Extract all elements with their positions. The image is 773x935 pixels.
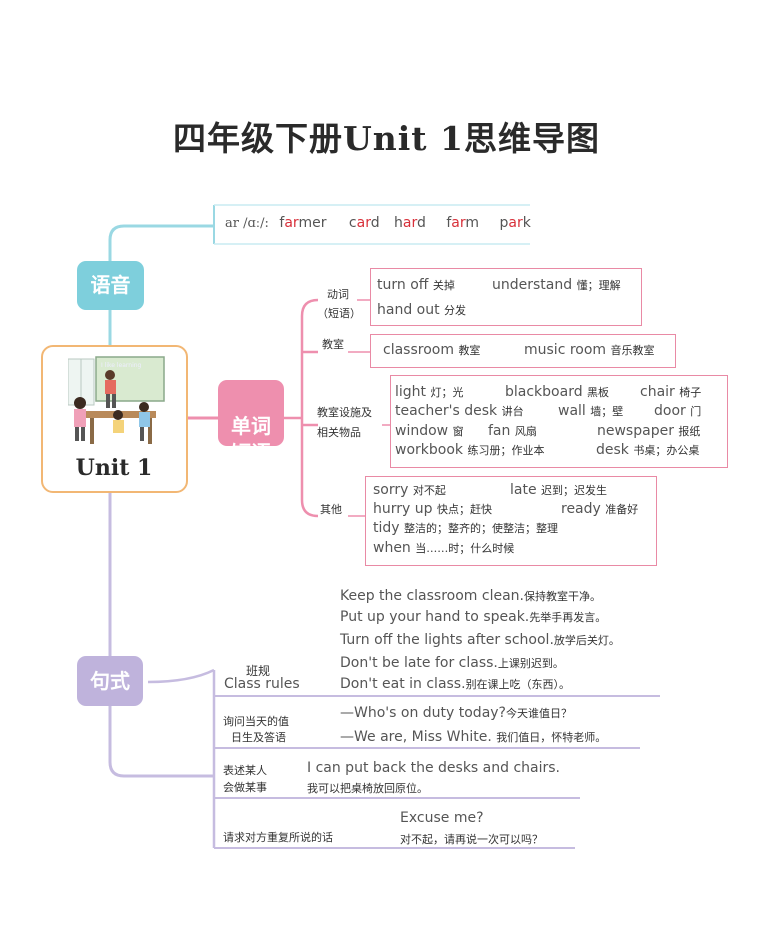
- vocab-item: music room 音乐教室: [524, 342, 655, 358]
- duty-sentence: —Who's on duty today?今天谁值日？: [340, 705, 572, 721]
- phonics-row: ar /ɑː/: farmer card hard farm park: [225, 215, 531, 231]
- branch-phonics: 语音: [77, 261, 144, 310]
- duty-label-sub: 日生及答语: [231, 729, 286, 745]
- vocab-item: wall 墙；壁: [558, 403, 623, 419]
- vocab-item: classroom 教室: [383, 342, 480, 358]
- branch-words-phrases: 单词 短语: [218, 380, 284, 446]
- vocab-item: hand out 分发: [377, 302, 466, 318]
- vocab-item: ready 准备好: [561, 501, 638, 517]
- vocab-item: door 门: [654, 403, 701, 419]
- can-label-sub: 会做某事: [223, 779, 267, 795]
- branch-sentences: 句式: [77, 656, 143, 706]
- svg-text:I like learning: I like learning: [101, 362, 142, 369]
- branch-sentences-label: 句式: [90, 669, 130, 693]
- branch-phonics-label: 语音: [91, 273, 131, 297]
- rule-sentence: Turn off the lights after school.放学后关灯。: [340, 632, 620, 648]
- verbs-label: 动词: [327, 286, 349, 302]
- vocab-item: desk 书桌；办公桌: [596, 442, 699, 458]
- vocab-item: turn off 关掉: [377, 277, 455, 293]
- vocab-item: hurry up 快点；赶快: [373, 501, 492, 517]
- repeat-sentence-en: Excuse me?: [400, 810, 484, 826]
- phonics-word: hard: [394, 215, 426, 231]
- facilities-label-sub: 相关物品: [317, 424, 361, 440]
- vocab-item: workbook 练习册；作业本: [395, 442, 544, 458]
- rule-sentence: Put up your hand to speak.先举手再发言。: [340, 609, 606, 625]
- phonics-word: park: [499, 215, 530, 231]
- classroom-label: 教室: [322, 336, 344, 352]
- duty-label: 询问当天的值: [223, 713, 289, 729]
- others-label: 其他: [320, 501, 342, 517]
- vocab-item: window 窗: [395, 423, 464, 439]
- vocab-item: understand 懂；理解: [492, 277, 621, 293]
- rule-sentence: Don't eat in class.别在课上吃（东西）。: [340, 676, 570, 692]
- vocab-item: when 当……时；什么时候: [373, 540, 514, 556]
- duty-sentence: —We are, Miss White. 我们值日，怀特老师。: [340, 729, 606, 745]
- repeat-label: 请求对方重复所说的话: [223, 829, 333, 845]
- vocab-item: newspaper 报纸: [597, 423, 700, 439]
- vocab-item: sorry 对不起: [373, 482, 446, 498]
- vocab-item: tidy 整洁的；整齐的；使整洁；整理: [373, 520, 558, 536]
- vocab-item: chair 椅子: [640, 384, 701, 400]
- vocab-item: blackboard 黑板: [505, 384, 609, 400]
- rule-sentence: Don't be late for class.上课别迟到。: [340, 655, 564, 671]
- can-sentence-cn: 我可以把桌椅放回原位。: [307, 780, 428, 796]
- classroom-illustration: I like learning: [68, 355, 166, 451]
- vocab-item: fan 风扇: [488, 423, 537, 439]
- verbs-label-sub: （短语）: [317, 305, 361, 321]
- vocab-item: light 灯；光: [395, 384, 463, 400]
- phonics-word: farmer: [279, 215, 326, 231]
- can-label: 表述某人: [223, 762, 267, 778]
- vocab-item: late 迟到；迟发生: [510, 482, 607, 498]
- rule-sentence: Keep the classroom clean.保持教室干净。: [340, 588, 601, 604]
- branch-words-label: 单词 短语: [231, 414, 271, 465]
- center-node: I like learning Unit 1: [41, 345, 188, 493]
- phonics-word: card: [349, 215, 380, 231]
- facilities-label: 教室设施及: [317, 404, 372, 420]
- phonics-word: farm: [446, 215, 479, 231]
- can-sentence-en: I can put back the desks and chairs.: [307, 760, 560, 776]
- repeat-sentence-cn: 对不起，请再说一次可以吗？: [400, 831, 543, 847]
- phonics-rule: ar /ɑː/:: [225, 216, 269, 231]
- vocab-item: teacher's desk 讲台: [395, 403, 524, 419]
- rules-label-en: Class rules: [224, 676, 300, 692]
- center-label: Unit 1: [43, 455, 185, 481]
